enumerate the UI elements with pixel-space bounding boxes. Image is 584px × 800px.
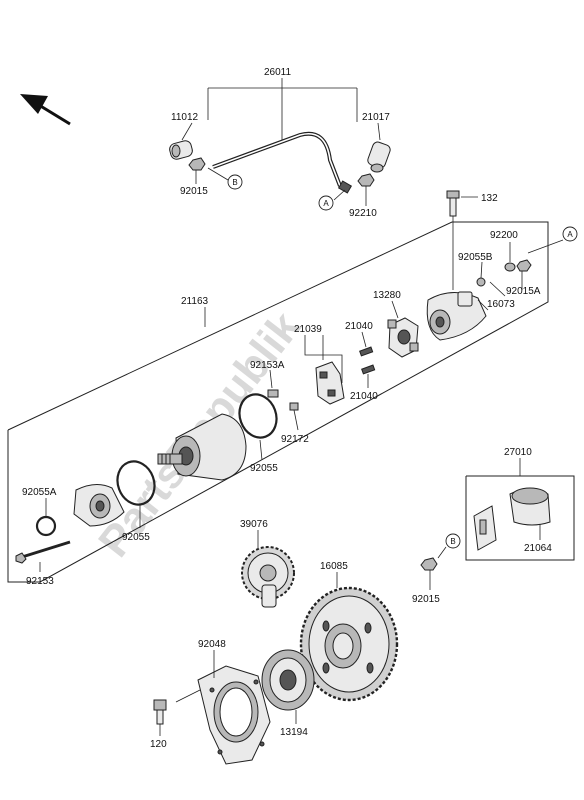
clutch-gear-16085 xyxy=(299,572,399,702)
brush-holder-13280 xyxy=(387,300,419,358)
springs-21040 xyxy=(359,331,376,388)
label-120: 120 xyxy=(150,739,167,750)
label-21040-top: 21040 xyxy=(345,321,373,332)
bolt-132 xyxy=(446,190,478,290)
label-92015A: 92015A xyxy=(506,286,541,297)
label-92200: 92200 xyxy=(490,230,518,241)
label-11012: 11012 xyxy=(171,112,199,123)
end-cover xyxy=(426,291,489,341)
label-132: 132 xyxy=(481,193,498,204)
label-92055-left: 92055 xyxy=(122,532,150,543)
svg-text:A: A xyxy=(323,199,329,208)
label-21017: 21017 xyxy=(362,112,390,123)
label-92015-bottom: 92015 xyxy=(412,594,440,605)
label-21039: 21039 xyxy=(294,324,322,335)
relay-group-27010 xyxy=(420,458,575,590)
one-way-clutch-13194 xyxy=(261,649,315,724)
o-ring-92055 xyxy=(238,393,278,461)
bolt-92153A xyxy=(267,369,279,398)
label-92153: 92153 xyxy=(26,576,54,587)
label-26011: 26011 xyxy=(264,67,292,78)
label-92055B: 92055B xyxy=(458,252,493,263)
svg-text:B: B xyxy=(450,537,455,546)
callout-b-relay: B xyxy=(445,533,461,549)
label-13194: 13194 xyxy=(280,727,308,738)
label-92015-top: 92015 xyxy=(180,186,208,197)
motor-yoke xyxy=(157,413,247,481)
label-92172: 92172 xyxy=(281,434,309,445)
screw-92172 xyxy=(289,402,299,431)
callout-a-motor: A xyxy=(562,226,578,242)
label-92210: 92210 xyxy=(349,208,377,219)
label-92055: 92055 xyxy=(250,463,278,474)
label-16085: 16085 xyxy=(320,561,348,572)
svg-text:A: A xyxy=(567,230,573,239)
label-21163: 21163 xyxy=(181,296,209,307)
front-bracket xyxy=(73,484,125,527)
battery-cable-group xyxy=(169,78,391,206)
label-21064: 21064 xyxy=(524,543,552,554)
callout-b-cable: B xyxy=(227,174,243,190)
cap-11012 xyxy=(169,140,193,160)
bolt-120 xyxy=(153,699,167,736)
label-92055A: 92055A xyxy=(22,487,57,498)
o-ring-92055-left xyxy=(116,460,156,528)
label-27010: 27010 xyxy=(504,447,532,458)
long-bolt-92153 xyxy=(15,540,71,572)
label-92153A: 92153A xyxy=(250,360,285,371)
cap-21017 xyxy=(367,141,391,173)
starter-assembly-outline xyxy=(7,221,549,583)
brush-plate-21039 xyxy=(304,335,345,405)
label-92048: 92048 xyxy=(198,639,226,650)
svg-text:B: B xyxy=(232,178,237,187)
cover-plate-92048 xyxy=(175,650,271,765)
label-21040-bottom: 21040 xyxy=(350,391,378,402)
o-ring-92055A xyxy=(35,498,57,537)
idle-gear-39076 xyxy=(241,530,295,608)
direction-arrow-icon xyxy=(20,94,71,126)
label-13280: 13280 xyxy=(373,290,401,301)
callout-a-cable: A xyxy=(318,195,334,211)
label-39076: 39076 xyxy=(240,519,268,530)
label-16073: 16073 xyxy=(487,299,515,310)
